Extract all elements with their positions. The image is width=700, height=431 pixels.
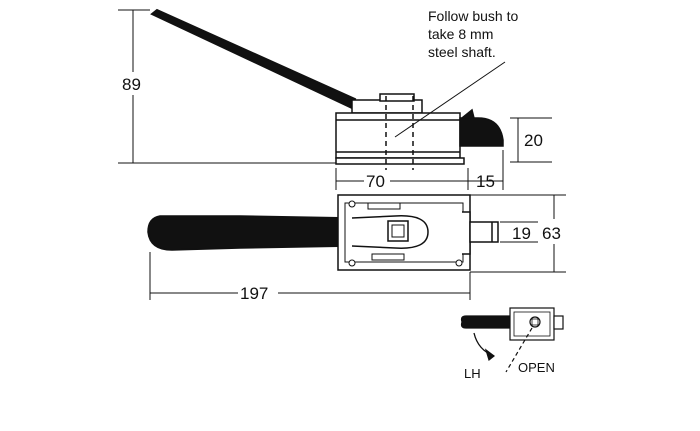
dim-197 [149, 252, 471, 300]
plan-view-slot-top [367, 202, 401, 210]
plan-view-handle [147, 215, 353, 251]
dim-20 [510, 117, 552, 163]
hand-label: LH [464, 366, 481, 381]
dim-15-label: 15 [476, 172, 495, 191]
dim-20-label: 20 [524, 131, 543, 150]
side-view-bolt [459, 117, 504, 147]
dim-63-label: 63 [542, 224, 561, 243]
side-view-handle [150, 8, 357, 110]
dim-70-label: 70 [366, 172, 385, 191]
note-line-2: take 8 mm [428, 26, 493, 42]
dim-89 [118, 9, 336, 164]
operation-view-open-line [505, 327, 533, 373]
operation-view [460, 307, 564, 373]
note-line-3: steel shaft. [428, 44, 496, 60]
operation-view-rotation-arrow [473, 332, 495, 357]
plan-view-hole-bl [348, 259, 356, 267]
plan-view [147, 194, 499, 271]
dim-19 [500, 221, 538, 243]
side-view-base [335, 157, 465, 165]
arrowhead-icon [484, 348, 495, 362]
dim-197-label: 197 [240, 284, 268, 303]
plan-view-slot-bottom [371, 253, 405, 261]
plan-view-bolt [469, 221, 499, 243]
dim-19-label: 19 [512, 224, 531, 243]
side-view-top-cap [351, 99, 423, 114]
note-leader-line [394, 61, 506, 138]
dim-89-label: 89 [122, 75, 141, 94]
side-view [150, 8, 504, 170]
open-label: OPEN [518, 360, 555, 375]
operation-view-bolt [553, 315, 564, 330]
plan-view-hole-tl [348, 200, 356, 208]
dim-70-15 [335, 150, 504, 190]
plan-view-hole-br [455, 259, 463, 267]
side-view-top-knob [379, 93, 415, 102]
operation-view-handle [460, 315, 517, 329]
dim-63 [470, 194, 566, 273]
note-line-1: Follow bush to [428, 8, 518, 24]
